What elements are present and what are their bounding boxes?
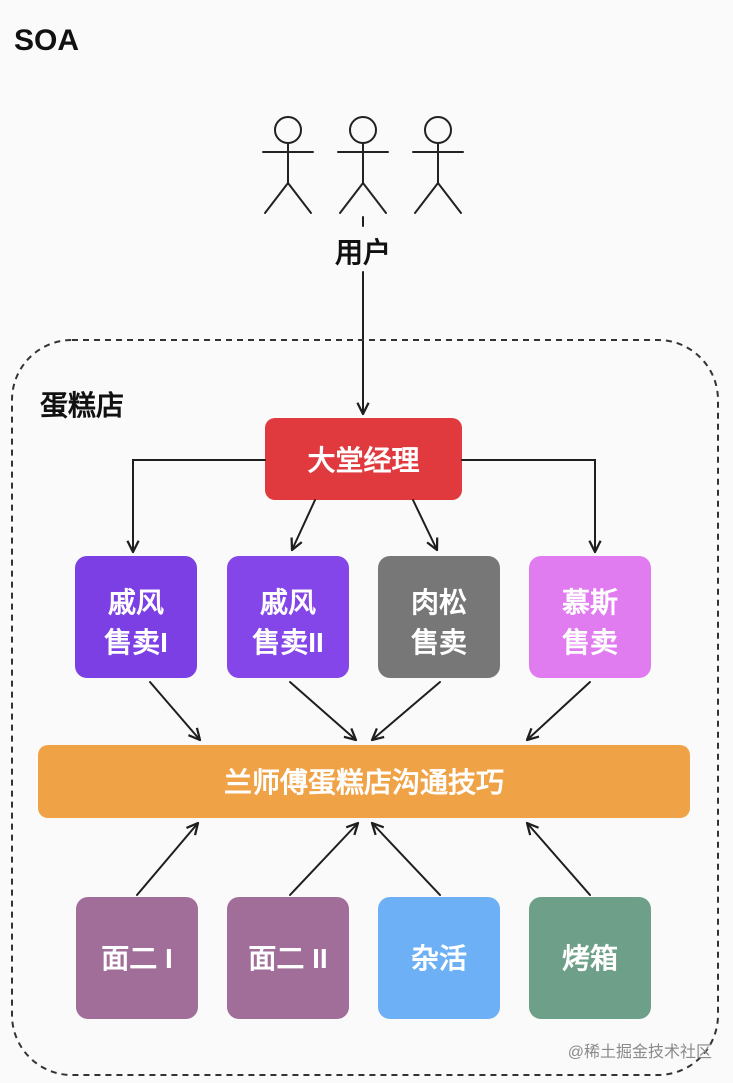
seller-label-line2: 售卖II — [252, 627, 324, 658]
worker-box: 面二 I — [76, 897, 198, 1019]
shop-boundary — [11, 339, 719, 1076]
manager-to-seller-arrow — [126, 459, 266, 554]
manager-to-seller-arrow — [290, 499, 316, 552]
worker-box-bg — [227, 897, 349, 1019]
seller-label-line1: 戚风 — [108, 587, 164, 618]
seller-box: 慕斯 售卖 — [529, 556, 651, 678]
seller-box: 戚风 售卖II — [227, 556, 349, 678]
seller-box: 戚风 售卖I — [75, 556, 197, 678]
hub-box: 兰师傅蛋糕店沟通技巧 — [38, 745, 690, 818]
seller-label-line1: 戚风 — [260, 587, 316, 618]
seller-label-line2: 售卖 — [562, 627, 618, 658]
seller-box-bg — [529, 556, 651, 678]
manager-to-seller-arrow — [412, 499, 439, 552]
shop-label: 蛋糕店 — [40, 390, 124, 421]
worker-box-bg — [378, 897, 500, 1019]
seller-to-hub-arrow — [525, 681, 591, 742]
seller-box-bg — [75, 556, 197, 678]
hub-label: 兰师傅蛋糕店沟通技巧 — [224, 767, 504, 798]
worker-label: 面二 II — [248, 943, 327, 974]
worker-label: 面二 I — [101, 943, 173, 974]
worker-to-hub-arrow — [370, 821, 441, 896]
worker-box: 面二 II — [227, 897, 349, 1019]
seller-label-line2: 售卖I — [104, 627, 168, 658]
worker-label: 杂活 — [411, 943, 467, 974]
user-figure-icon — [337, 116, 389, 214]
worker-box: 杂活 — [378, 897, 500, 1019]
watermark: @稀土掘金技术社区 — [568, 1043, 712, 1061]
seller-label-line2: 售卖 — [411, 627, 467, 658]
seller-to-hub-arrow — [149, 681, 202, 742]
diagram-title: SOA — [14, 24, 79, 57]
users-label: 用户 — [335, 236, 391, 268]
user-figure-icon — [412, 116, 464, 214]
seller-box-bg — [378, 556, 500, 678]
user-figure-icon — [262, 116, 314, 214]
seller-to-hub-arrow — [289, 681, 358, 742]
worker-box-bg — [529, 897, 651, 1019]
seller-to-hub-arrow — [370, 681, 441, 742]
worker-to-hub-arrow — [525, 821, 591, 896]
worker-label: 烤箱 — [562, 942, 618, 974]
seller-box: 肉松 售卖 — [378, 556, 500, 678]
hub-box-bg — [38, 745, 690, 818]
manager-box: 大堂经理 — [265, 418, 462, 500]
manager-to-seller-arrow — [461, 459, 602, 554]
worker-box: 烤箱 — [529, 897, 651, 1019]
seller-label-line1: 慕斯 — [562, 587, 618, 618]
manager-box-bg — [265, 418, 462, 500]
seller-box-bg — [227, 556, 349, 678]
worker-box-bg — [76, 897, 198, 1019]
worker-to-hub-arrow — [289, 821, 360, 896]
seller-label-line1: 肉松 — [411, 587, 467, 618]
manager-label: 大堂经理 — [307, 444, 419, 476]
worker-to-hub-arrow — [136, 821, 200, 896]
